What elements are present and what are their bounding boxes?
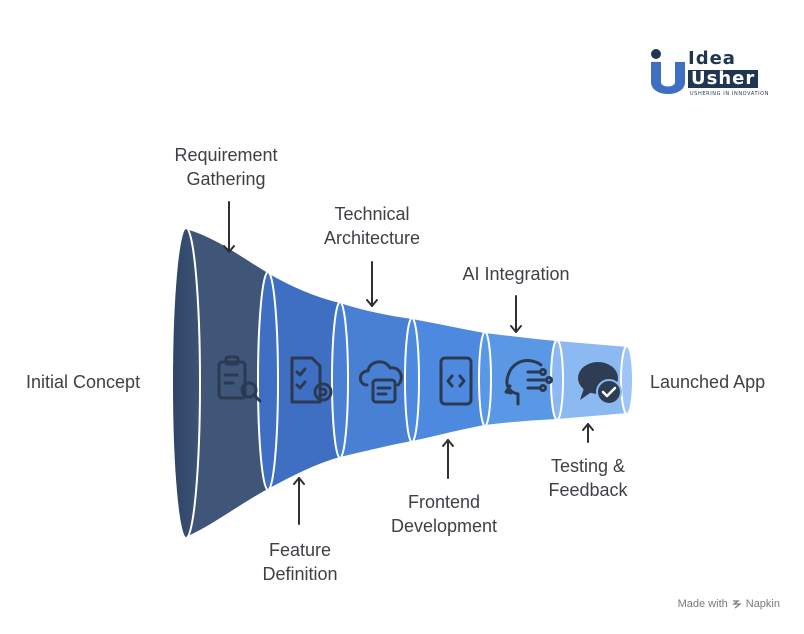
funnel-mouth: [171, 227, 201, 539]
arrow-feature: [293, 477, 305, 525]
logo-line2: Usher: [688, 70, 759, 88]
arrow-frontend: [442, 439, 454, 479]
logo-tagline: USHERING IN INNOVATION: [690, 91, 770, 97]
ai-head-icon: [504, 359, 553, 406]
made-with-napkin: Made with Napkin: [678, 598, 780, 610]
napkin-icon: [731, 600, 742, 609]
logo-mark-icon: [651, 49, 685, 94]
arrow-technical: [366, 261, 378, 307]
cloud-database-icon: [358, 360, 403, 404]
clipboard-search-icon: [217, 355, 262, 403]
stage-label-testing: Testing &Feedback: [548, 456, 628, 500]
made-with-text: Made with: [677, 598, 728, 610]
document-gear-icon: [290, 356, 333, 404]
logo-line1: Idea: [688, 48, 736, 69]
idea-usher-logo: Idea Usher USHERING IN INNOVATION: [648, 48, 778, 98]
arrow-requirement: [223, 201, 235, 253]
arrow-ai: [510, 295, 522, 333]
chat-check-icon: [578, 362, 622, 405]
initial-concept-label: Initial Concept: [26, 372, 141, 392]
napkin-brand: Napkin: [745, 598, 780, 610]
arrow-testing: [582, 423, 594, 443]
mobile-code-icon: [439, 356, 473, 406]
stage-label-ai: AI Integration: [462, 264, 570, 284]
launched-app-label: Launched App: [650, 372, 766, 392]
